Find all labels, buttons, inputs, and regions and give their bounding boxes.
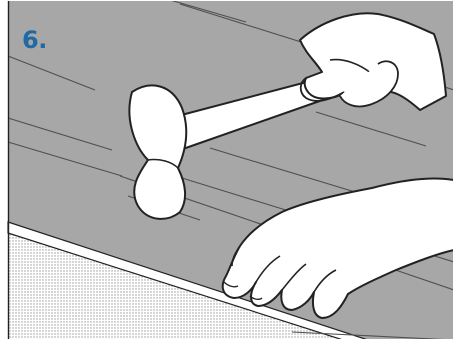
step-number-label: 6. <box>22 28 47 52</box>
